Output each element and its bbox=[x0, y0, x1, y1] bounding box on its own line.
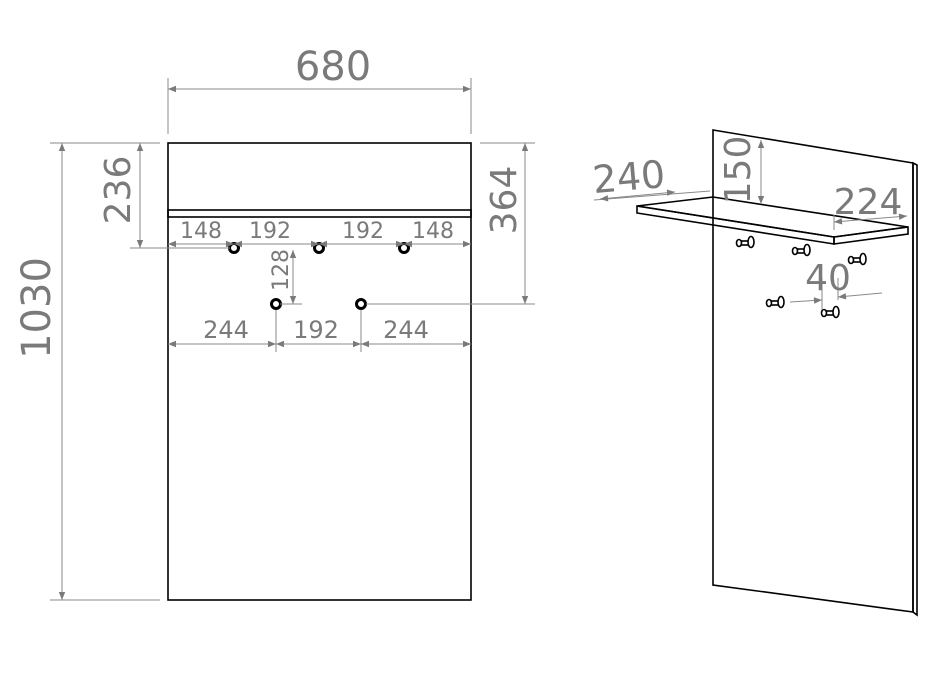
iso-view: 240 150 224 40 bbox=[591, 129, 918, 617]
hook-icon bbox=[820, 305, 840, 319]
hooks-front bbox=[228, 242, 410, 310]
dimension-128: 128 bbox=[269, 249, 294, 291]
dimension-192: 192 bbox=[342, 219, 384, 244]
dimension-240: 240 bbox=[591, 152, 667, 202]
dimension-244: 244 bbox=[203, 316, 249, 344]
hook-icon bbox=[355, 298, 367, 310]
dimension-236: 236 bbox=[98, 156, 139, 225]
dimension-244: 244 bbox=[383, 316, 429, 344]
dimension-40: 40 bbox=[805, 258, 851, 299]
hook-icon bbox=[735, 235, 755, 249]
hook-icon bbox=[313, 242, 325, 254]
dimension-224: 224 bbox=[834, 182, 903, 223]
hook-icon bbox=[791, 243, 811, 257]
shelf-outline bbox=[167, 209, 472, 218]
panel-outline bbox=[167, 142, 472, 601]
dimension-364: 364 bbox=[484, 166, 525, 235]
dimension-192: 192 bbox=[249, 219, 291, 244]
hook-icon bbox=[398, 242, 410, 254]
front-view: 680 1030 236 364 148 192 192 148 128 bbox=[14, 44, 535, 601]
dimension-148: 148 bbox=[180, 219, 222, 244]
hook-icon bbox=[228, 242, 240, 254]
hooks-iso bbox=[735, 235, 867, 319]
hook-icon bbox=[847, 252, 867, 266]
dimension-height: 1030 bbox=[14, 257, 60, 359]
dimension-192: 192 bbox=[293, 316, 339, 344]
hook-icon bbox=[765, 295, 785, 309]
dimension-148: 148 bbox=[412, 219, 454, 244]
dimension-150: 150 bbox=[718, 136, 759, 205]
hook-icon bbox=[270, 298, 282, 310]
dimension-width: 680 bbox=[295, 44, 371, 90]
